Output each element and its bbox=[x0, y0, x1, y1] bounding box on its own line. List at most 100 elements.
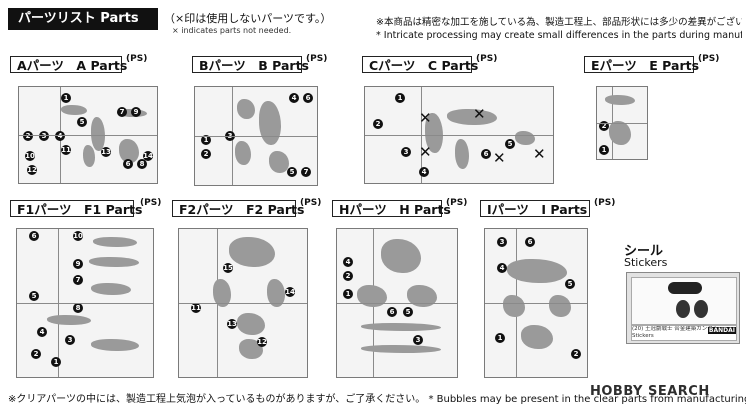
part-number: 3 bbox=[65, 335, 75, 345]
part-number: 7 bbox=[301, 167, 311, 177]
runner-e-header: Eパーツ E Parts bbox=[584, 56, 699, 73]
part-number: 3 bbox=[225, 131, 235, 141]
part-number: 4 bbox=[343, 257, 353, 267]
part-number: 2 bbox=[599, 121, 609, 131]
runner-c-sprue: 1 2 3 5 6 4 ✕ ✕ ✕ ✕ ✕ bbox=[364, 86, 554, 184]
part-number: 8 bbox=[137, 159, 147, 169]
part-number: 4 bbox=[289, 93, 299, 103]
parts-list-title: パーツリスト Parts list bbox=[8, 8, 158, 48]
runner-c-ps: (PS) bbox=[476, 54, 498, 64]
part-number: 7 bbox=[73, 275, 83, 285]
part-number: 1 bbox=[343, 289, 353, 299]
part-number: 12 bbox=[257, 337, 267, 347]
part-number: 15 bbox=[223, 263, 233, 273]
clear-parts-note: ※クリアパーツの中には、製造工程上気泡が入っているものがありますが、ご了承くださ… bbox=[8, 394, 746, 405]
runner-e-sprue: 2 1 bbox=[596, 86, 648, 160]
runner-e-ps: (PS) bbox=[698, 54, 720, 64]
part-number: 6 bbox=[387, 307, 397, 317]
runner-f1-header: F1パーツ F1 Parts bbox=[10, 200, 142, 217]
runner-i-sprue: 3 6 4 5 1 2 bbox=[484, 228, 588, 378]
runner-c-header: Cパーツ C Parts bbox=[362, 56, 478, 73]
part-number: 4 bbox=[55, 131, 65, 141]
part-number: 3 bbox=[401, 147, 411, 157]
runner-b-header: Bパーツ B Parts bbox=[192, 56, 309, 73]
part-number: 9 bbox=[73, 259, 83, 269]
part-number: 2 bbox=[31, 349, 41, 359]
part-number: 3 bbox=[39, 131, 49, 141]
runner-h-ps: (PS) bbox=[446, 198, 468, 208]
runner-a-header: Aパーツ A Parts bbox=[10, 56, 127, 73]
part-number: 1 bbox=[495, 333, 505, 343]
not-needed-mark: ✕ bbox=[473, 105, 486, 123]
part-number: 1 bbox=[599, 145, 609, 155]
manufacturing-notice-en: * Intricate processing may create small … bbox=[376, 30, 742, 41]
part-number: 7 bbox=[117, 107, 127, 117]
part-number: 10 bbox=[25, 151, 35, 161]
part-number: 5 bbox=[287, 167, 297, 177]
part-number: 4 bbox=[37, 327, 47, 337]
part-number: 6 bbox=[303, 93, 313, 103]
stickers-title: シール bbox=[624, 244, 664, 259]
part-number: 2 bbox=[23, 131, 33, 141]
sticker-sheet: (20) 王冠劇戦士 合金建築ガンダム Stickers BANDAI bbox=[626, 272, 740, 344]
runner-a-sprue: 2 3 4 5 1 7 9 10 11 13 6 8 14 12 bbox=[18, 86, 158, 184]
part-number: 2 bbox=[571, 349, 581, 359]
part-number: 13 bbox=[101, 147, 111, 157]
runner-f2-sprue: 15 14 11 13 12 bbox=[178, 228, 308, 378]
part-number: 9 bbox=[131, 107, 141, 117]
part-number: 2 bbox=[373, 119, 383, 129]
part-number: 5 bbox=[565, 279, 575, 289]
runner-i-header: Iパーツ I Parts bbox=[480, 200, 590, 217]
part-number: 14 bbox=[143, 151, 153, 161]
part-number: 13 bbox=[227, 319, 237, 329]
not-needed-mark: ✕ bbox=[533, 145, 546, 163]
part-number: 4 bbox=[419, 167, 429, 177]
part-number: 2 bbox=[201, 149, 211, 159]
runner-f1-sprue: 6 10 9 7 5 8 3 2 1 4 bbox=[16, 228, 154, 378]
sticker-emblem bbox=[694, 300, 708, 318]
part-number: 6 bbox=[29, 231, 39, 241]
bandai-logo: BANDAI bbox=[707, 327, 736, 334]
runner-f1-ps: (PS) bbox=[140, 198, 162, 208]
runner-b-ps: (PS) bbox=[306, 54, 328, 64]
part-number: 11 bbox=[61, 145, 71, 155]
eye-sticker bbox=[668, 282, 702, 294]
part-number: 5 bbox=[403, 307, 413, 317]
runner-b-sprue: 4 6 3 1 2 5 7 bbox=[194, 86, 318, 186]
not-needed-mark: ✕ bbox=[419, 143, 432, 161]
part-number: 5 bbox=[505, 139, 515, 149]
runner-f2-ps: (PS) bbox=[300, 198, 322, 208]
unused-parts-note-en: × indicates parts not needed. bbox=[172, 26, 292, 35]
part-number: 12 bbox=[27, 165, 37, 175]
runner-h-header: Hパーツ H Parts bbox=[332, 200, 451, 217]
part-number: 5 bbox=[29, 291, 39, 301]
stickers-title-en: Stickers bbox=[624, 256, 668, 269]
runner-a-ps: (PS) bbox=[126, 54, 148, 64]
not-needed-mark: ✕ bbox=[493, 149, 506, 167]
runner-h-sprue: 4 2 1 6 5 3 bbox=[336, 228, 458, 378]
sticker-area bbox=[631, 277, 737, 325]
part-number: 14 bbox=[285, 287, 295, 297]
manufacturing-notice: ※本商品は精密な加工を施している為、製造工程上、部品形状には多少の差異がございま… bbox=[376, 17, 742, 28]
part-number: 8 bbox=[73, 303, 83, 313]
part-number: 11 bbox=[191, 303, 201, 313]
part-number: 6 bbox=[481, 149, 491, 159]
part-number: 1 bbox=[61, 93, 71, 103]
runner-f2-header: F2パーツ F2 Parts bbox=[172, 200, 304, 217]
part-number: 1 bbox=[51, 357, 61, 367]
unused-parts-note: （×印は使用しないパーツです。） bbox=[164, 12, 332, 25]
watermark-logo: HOBBY SEARCH bbox=[590, 384, 710, 399]
part-number: 10 bbox=[73, 231, 83, 241]
part-number: 1 bbox=[201, 135, 211, 145]
part-number: 6 bbox=[123, 159, 133, 169]
sticker-emblem bbox=[676, 300, 690, 318]
runner-i-ps: (PS) bbox=[594, 198, 616, 208]
part-number: 4 bbox=[497, 263, 507, 273]
part-number: 2 bbox=[343, 271, 353, 281]
part-number: 6 bbox=[525, 237, 535, 247]
part-number: 1 bbox=[395, 93, 405, 103]
part-number: 3 bbox=[497, 237, 507, 247]
part-number: 3 bbox=[413, 335, 423, 345]
not-needed-mark: ✕ bbox=[419, 109, 432, 127]
part-number: 5 bbox=[77, 117, 87, 127]
